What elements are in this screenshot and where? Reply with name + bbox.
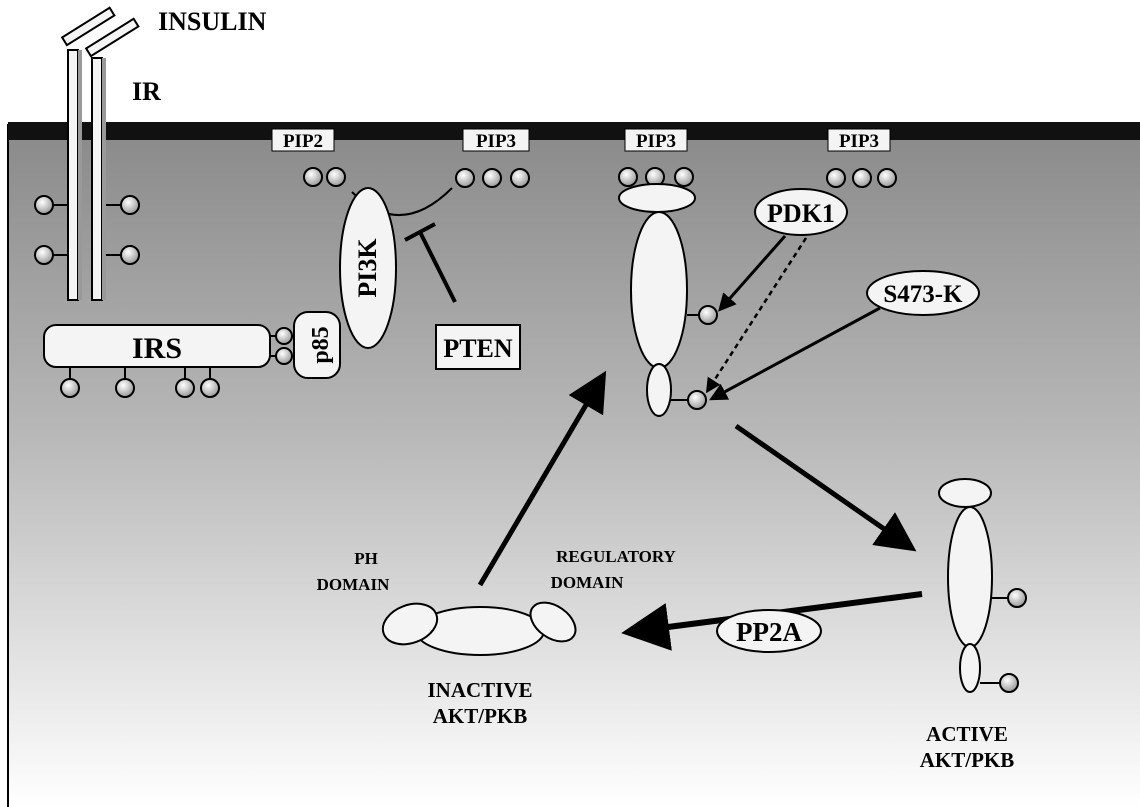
regulatory-domain-label-line2: DOMAIN [551, 573, 624, 592]
active-akt-label-line2: AKT/PKB [920, 748, 1015, 772]
s473k-label: S473-K [883, 281, 963, 308]
insulin-label: INSULIN [158, 7, 267, 36]
inactive-akt-label-line2: AKT/PKB [433, 704, 528, 728]
ph-domain-label-line1: PH [354, 549, 378, 568]
pi3k-label: PI3K [353, 238, 382, 298]
cytoplasm-region [8, 130, 1140, 807]
svg-text:PIP3: PIP3 [636, 131, 676, 152]
p85-label: p85 [308, 326, 334, 363]
pten-label: PTEN [443, 334, 513, 363]
pp2a-label: PP2A [736, 617, 802, 647]
insulin-molecule [62, 8, 138, 56]
active-akt-label-line1: ACTIVE [926, 722, 1008, 746]
irs-label: IRS [132, 332, 182, 365]
regulatory-domain-label-line1: REGULATORY [556, 547, 676, 566]
pip2-marker: PIP2 [272, 129, 334, 152]
ph-domain-label-line2: DOMAIN [317, 575, 390, 594]
pip3-marker-1: PIP3 [463, 129, 529, 152]
svg-text:PIP3: PIP3 [476, 131, 516, 152]
svg-text:PIP2: PIP2 [283, 131, 323, 152]
pip3-marker-2: PIP3 [625, 129, 687, 152]
inactive-akt-label-line1: INACTIVE [427, 678, 532, 702]
pip3-marker-3: PIP3 [828, 129, 890, 152]
pdk1-label: PDK1 [767, 199, 835, 228]
ir-label: IR [132, 77, 161, 106]
plasma-membrane [8, 122, 1140, 140]
svg-text:PIP3: PIP3 [839, 131, 879, 152]
